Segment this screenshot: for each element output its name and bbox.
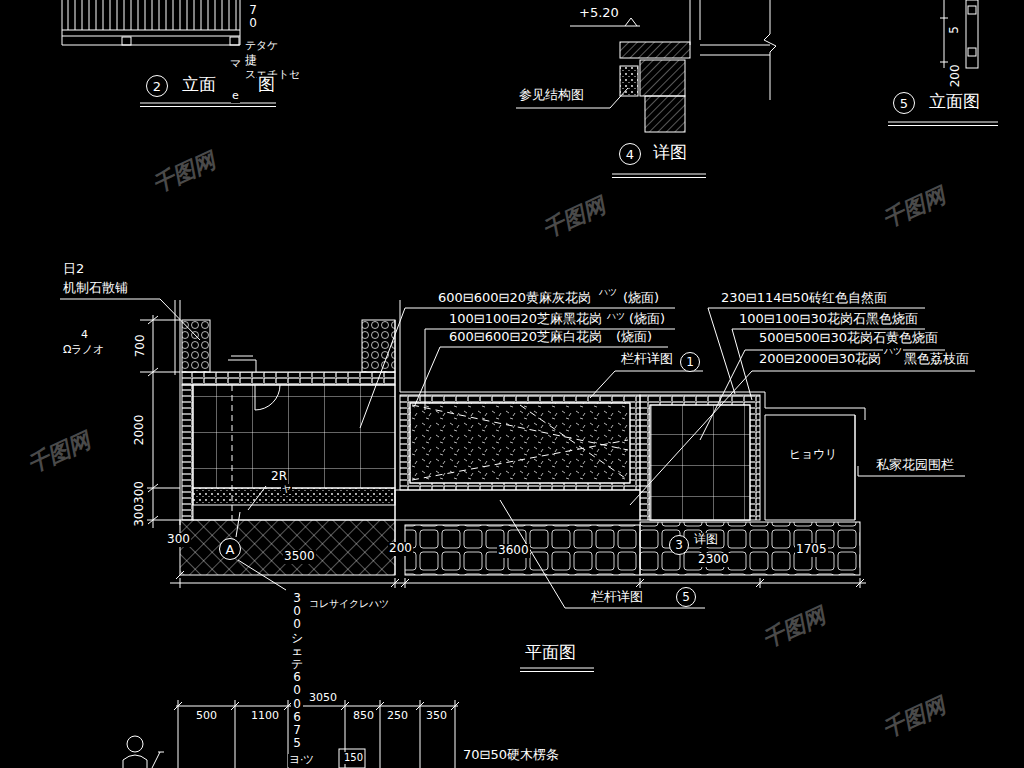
callout-number: 5 [682, 591, 690, 603]
callout-number: 3 [675, 539, 683, 551]
dimension-text: 2000 [133, 414, 147, 447]
annotation-text: 图 [257, 75, 276, 95]
annotation-text: (烧面) [628, 312, 666, 327]
annotation-text: 详图 [693, 533, 719, 547]
annotation-text: ヨ·ツ [288, 754, 316, 767]
callout-circle: 1 [680, 352, 700, 372]
annotation-text: マ [229, 58, 242, 71]
callout-circle: 5 [676, 587, 696, 607]
annotation-text: 2R [270, 470, 288, 484]
annotation-text: 600⊟600⊟20芝麻白花岗 [448, 330, 603, 345]
dimension-text: 250 [386, 710, 409, 723]
annotation-text: 100⊟100⊟20芝麻黑花岗 [448, 312, 603, 327]
annotation-text: 立面 [181, 75, 217, 95]
dimension-text: 200 [388, 542, 413, 556]
dimension-text: +5.20 [578, 6, 620, 21]
watermark: 千图网 [758, 602, 830, 654]
annotation-text: (烧面) [622, 291, 660, 306]
annotation-text: 平面图 [524, 643, 577, 663]
annotation-text: 栏杆详图 [590, 590, 644, 605]
annotation-text: 详图 [652, 143, 688, 163]
annotation-text: e [231, 90, 240, 103]
callout-number: 2 [153, 80, 161, 93]
vertical-text: 300シェテ600675 [291, 592, 303, 750]
callout-number: A [226, 543, 235, 556]
annotation-text: (烧面) [615, 330, 653, 345]
dimension-text: 500 [195, 710, 218, 723]
dimension-text: 700 [133, 334, 147, 359]
watermark: 千图网 [538, 192, 610, 244]
annotation-text: 栏杆详图 [620, 352, 674, 367]
dimension-text: 1705 [795, 543, 828, 557]
watermark: 千图网 [878, 182, 950, 234]
annotation-text: ハツ [606, 311, 626, 321]
callout-circle: 4 [619, 143, 641, 165]
annotation-text: 捷 [244, 54, 258, 68]
annotation-text: 600⊟600⊟20黄麻灰花岗 [437, 291, 592, 306]
watermark: 千图网 [148, 147, 220, 199]
annotation-text: ハツ [883, 346, 903, 356]
annotation-text: 黑色荔枝面 [903, 352, 970, 367]
dimension-text: 200 [948, 64, 962, 89]
annotation-text: Ωラノオ [62, 344, 105, 357]
callout-circle: 2 [146, 75, 168, 97]
annotation-text: テタケ [244, 40, 279, 53]
dimension-text: 850 [352, 710, 375, 723]
annotation-text: ヒョウリ [788, 448, 838, 462]
annotation-text: ヤ [281, 484, 292, 494]
dimension-text: 5 [948, 25, 962, 35]
callout-circle: 5 [893, 92, 915, 114]
dimension-text: 2300 [697, 553, 730, 567]
annotation-text: 230⊟114⊟50砖红色自然面 [720, 291, 888, 306]
annotation-text: 100⊟100⊟30花岗石黑色烧面 [738, 312, 919, 327]
dimension-text: 3500 [283, 550, 316, 564]
dimension-text: 70 [247, 4, 259, 30]
annotation-text: 参见结构图 [518, 88, 585, 103]
dimension-text: 1100 [250, 710, 280, 723]
dimension-text: 300300 [133, 480, 147, 528]
dimension-text: 300 [166, 533, 191, 547]
annotation-text: コレサイクレハツ [308, 598, 390, 610]
annotation-text: 机制石散铺 [62, 281, 129, 296]
watermark: 千图网 [23, 427, 95, 479]
callout-circle: 3 [669, 535, 689, 555]
annotation-text: 日2 [62, 262, 85, 277]
annotation-text: 立面图 [928, 92, 981, 112]
annotation-text: 500⊟500⊟30花岗石黄色烧面 [758, 331, 939, 346]
annotation-text: 70⊟50硬木楞条 [462, 748, 560, 763]
dimension-text: 150 [343, 752, 364, 764]
callout-circle: A [219, 538, 241, 560]
annotation-text: 私家花园围栏 [875, 458, 955, 473]
callout-number: 5 [900, 97, 908, 110]
annotation-text: ハツ [598, 287, 618, 297]
callout-number: 1 [686, 356, 694, 368]
dimension-text: 4 [80, 329, 89, 342]
callout-number: 4 [626, 148, 634, 161]
watermark: 千图网 [878, 692, 950, 744]
dimension-text: 3050 [308, 692, 338, 705]
dimension-text: 3600 [497, 544, 530, 558]
dimension-text: 350 [425, 710, 448, 723]
annotation-text: 200⊟2000⊟30花岗 [758, 352, 882, 367]
